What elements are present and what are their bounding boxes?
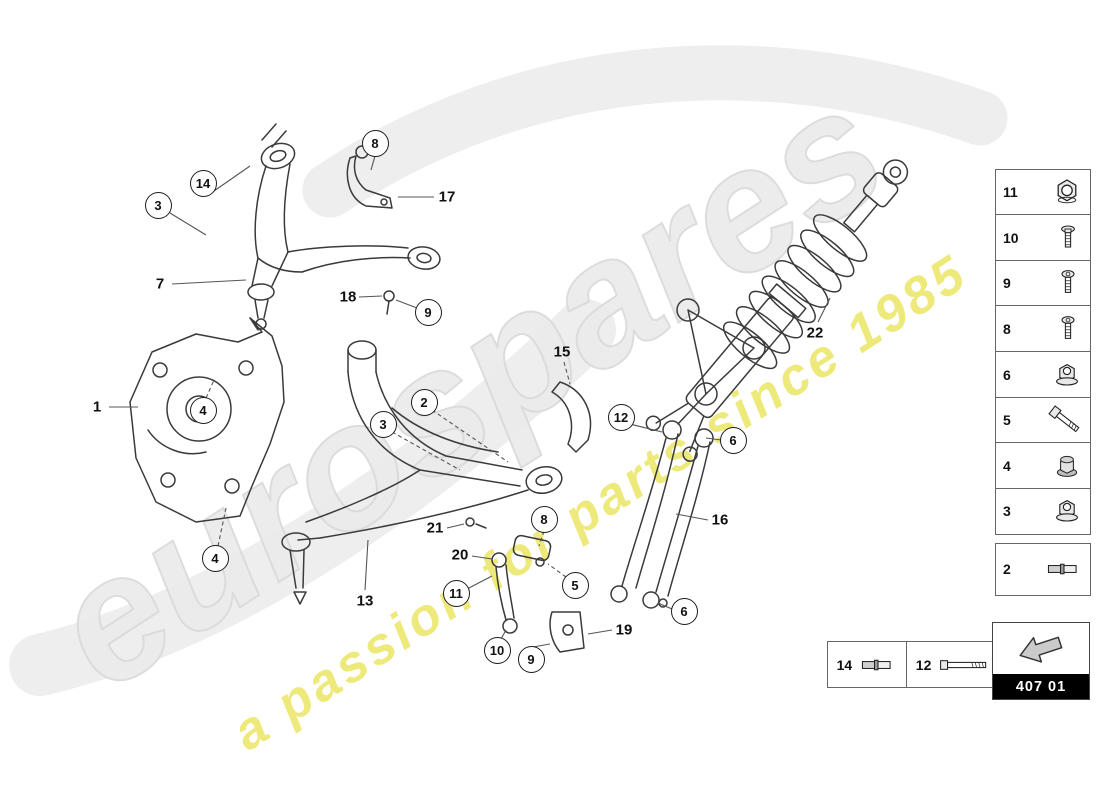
back-arrow-icon[interactable]: [993, 623, 1089, 674]
callout-circle-6: 6: [670, 597, 698, 625]
legend-item-2[interactable]: 2: [995, 542, 1091, 596]
upper-control-arm: [247, 123, 441, 330]
callout-circle-3: 3: [144, 191, 172, 219]
callout-circle-11: 11: [442, 579, 470, 607]
legend-item-number: 4: [1003, 457, 1011, 474]
lower-control-arm: [281, 340, 563, 605]
legend-item-8[interactable]: 8: [995, 305, 1091, 353]
part-label-20: 20: [451, 546, 469, 564]
screw-icon: [1053, 268, 1083, 298]
callout-circle-14: 14: [189, 169, 217, 197]
bolt-18: [383, 290, 395, 315]
bolt-icon: [1053, 223, 1083, 253]
part-label-21: 21: [426, 519, 444, 537]
callout-circle-9: 9: [414, 298, 442, 326]
footer-item-number: 12: [915, 656, 932, 673]
legend-item-number: 3: [1003, 503, 1011, 520]
legend-item-4[interactable]: 4: [995, 442, 1091, 490]
flange-nut-icon: [1051, 495, 1083, 527]
part-label-7: 7: [155, 275, 165, 293]
legend-item-number: 8: [1003, 320, 1011, 337]
long-bolt-horizontal-icon: [938, 656, 990, 674]
footer-fastener-boxes: 14 12: [826, 641, 1001, 688]
callout-circle-8: 8: [530, 505, 558, 533]
part-label-1: 1: [92, 398, 102, 416]
callout-circle-6: 6: [719, 426, 747, 454]
callout-circle-8: 8: [361, 129, 389, 157]
callout-circle-10: 10: [483, 636, 511, 664]
legend-item-11[interactable]: 11: [995, 168, 1091, 216]
callout-circle-9: 9: [517, 645, 545, 673]
fastener-legend: 11 10 9 8 6 5 4 3 2: [995, 168, 1091, 596]
callout-circle-3: 3: [369, 410, 397, 438]
callout-circle-2: 2: [410, 388, 438, 416]
part-label-17: 17: [438, 188, 456, 206]
dowel-pin-icon: [1045, 561, 1083, 577]
legend-item-number: 10: [1003, 229, 1019, 246]
cap-nut-icon: [1051, 450, 1083, 482]
callout-circle-4: 4: [201, 544, 229, 572]
screw-icon: [1053, 314, 1083, 344]
legend-item-number: 2: [1003, 561, 1011, 578]
part-label-16: 16: [711, 511, 729, 529]
hex-nut-icon: [1051, 176, 1083, 208]
shock-absorber: [645, 159, 909, 462]
footer-item-12[interactable]: 12: [905, 641, 1001, 688]
dowel-pin-icon: [859, 657, 897, 673]
footer-item-14[interactable]: 14: [826, 641, 908, 688]
stabilizer-link-assembly: [465, 517, 585, 653]
legend-item-number: 5: [1003, 412, 1011, 429]
legend-item-6[interactable]: 6: [995, 351, 1091, 399]
part-label-13: 13: [356, 592, 374, 610]
page-code-box: 407 01: [992, 622, 1090, 700]
leader-lines-dashed: [205, 361, 571, 578]
part-label-19: 19: [615, 621, 633, 639]
callout-circle-4: 4: [189, 396, 217, 424]
callout-circle-12: 12: [607, 403, 635, 431]
legend-item-10[interactable]: 10: [995, 214, 1091, 262]
legend-item-5[interactable]: 5: [995, 396, 1091, 444]
bracket-15: [551, 381, 592, 453]
legend-item-3[interactable]: 3: [995, 487, 1091, 535]
part-label-22: 22: [806, 324, 824, 342]
legend-item-number: 11: [1003, 184, 1018, 201]
long-bolt-diagonal-icon: [1047, 402, 1083, 438]
part-label-15: 15: [553, 343, 571, 361]
legend-item-9[interactable]: 9: [995, 259, 1091, 307]
legend-item-number: 9: [1003, 275, 1011, 292]
callout-circle-5: 5: [561, 571, 589, 599]
page-code-label: 407 01: [993, 674, 1089, 699]
flange-nut-icon: [1051, 359, 1083, 391]
footer-item-number: 14: [836, 656, 853, 673]
legend-item-number: 6: [1003, 366, 1011, 383]
part-label-18: 18: [339, 288, 357, 306]
suspension-rocker: [662, 298, 766, 448]
